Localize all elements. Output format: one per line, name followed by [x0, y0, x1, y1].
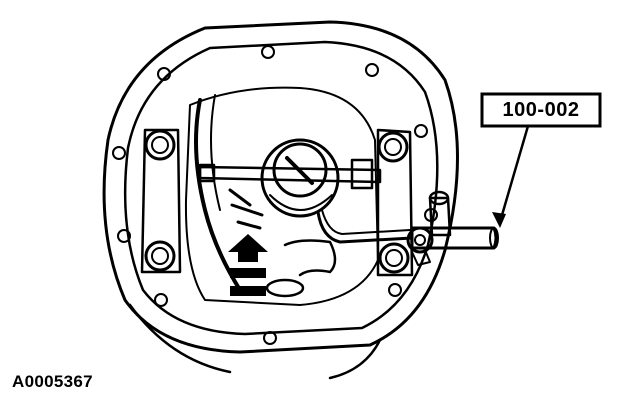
cap-bolt-lower-left — [144, 240, 176, 272]
cap-bolt-upper-left — [144, 129, 176, 161]
dial-indicator-face — [272, 142, 328, 198]
carrier-lower-oval — [265, 278, 305, 298]
bolt-hole — [261, 45, 275, 59]
callout-arrowhead — [492, 212, 506, 228]
housing-inner-flange — [123, 40, 439, 336]
direction-bar-lower — [230, 286, 266, 296]
indicator-stem — [316, 210, 414, 244]
tool-post — [428, 196, 452, 237]
housing-lower-skirt — [128, 303, 382, 380]
dial-indicator-body — [260, 138, 340, 218]
bolt-hole — [414, 124, 428, 138]
tool-number-label: 100-002 — [502, 98, 580, 121]
ring-gear-edge — [194, 98, 242, 292]
bolt-hole — [263, 331, 277, 345]
gear-teeth — [228, 188, 264, 230]
flange-bolt-holes — [112, 45, 438, 345]
cap-bolt-lower-right — [378, 242, 410, 274]
bracket-clamp-left — [198, 163, 216, 183]
housing-outer-flange — [102, 20, 459, 354]
cap-bolt-upper-right — [377, 131, 409, 163]
bolt-hole — [117, 229, 131, 243]
bolt-hole — [388, 283, 402, 297]
direction-arrow-icon — [228, 234, 268, 296]
bolt-hole — [157, 67, 171, 81]
carrier-cavity — [184, 86, 379, 306]
tool-handle — [406, 190, 499, 266]
callout-box — [480, 92, 602, 128]
dial-indicator-needle — [285, 156, 314, 185]
bracket-clamp-right — [350, 158, 374, 190]
tool-knuckle — [406, 226, 434, 254]
direction-bar-upper — [230, 268, 266, 278]
bolt-hole — [112, 146, 126, 160]
carrier-lower-contour — [283, 239, 337, 277]
bolt-hole — [365, 63, 379, 77]
callout-leader-line — [498, 125, 530, 223]
bearing-cap-left — [140, 128, 182, 274]
dial-indicator-gauge — [260, 138, 340, 218]
bolt-hole — [154, 293, 168, 307]
figure-id-label: A0005367 — [12, 372, 93, 391]
